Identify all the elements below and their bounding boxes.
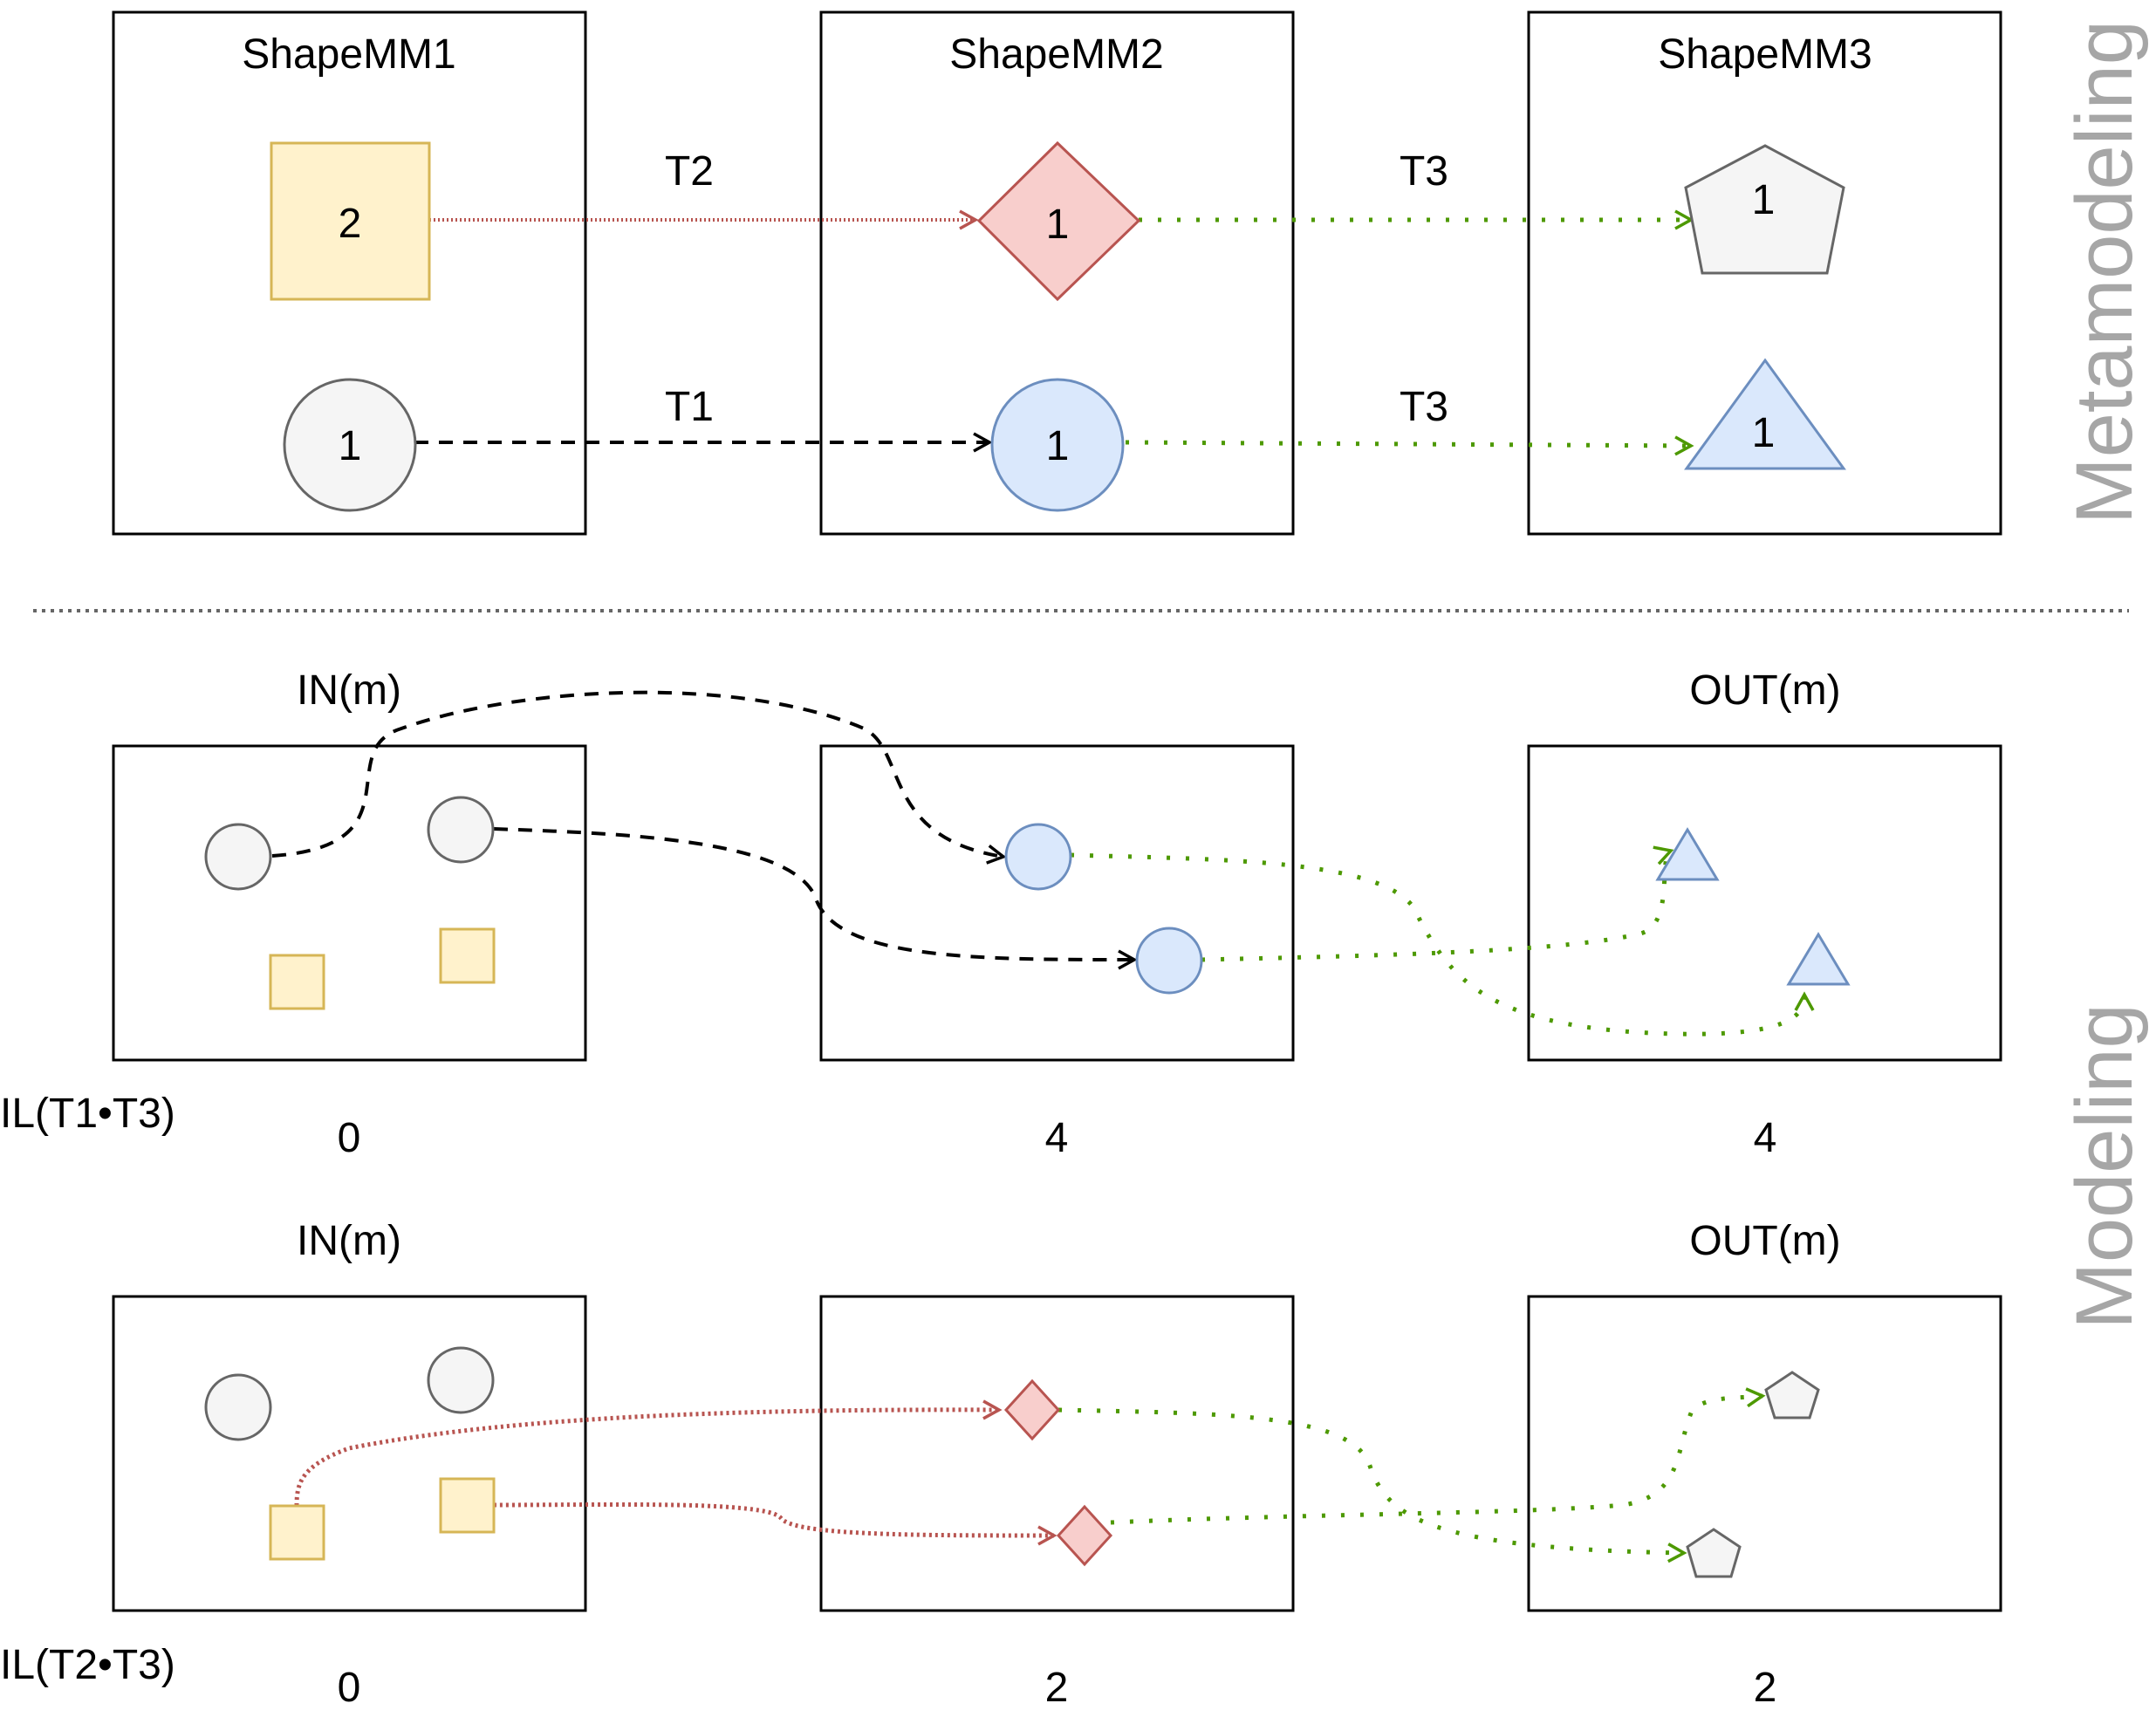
row1-out-label: OUT(m)	[1689, 667, 1840, 714]
mm2-circle-count: 1	[1046, 423, 1070, 469]
shapemm2-title: ShapeMM2	[949, 31, 1163, 78]
t3-edge-bottom	[1125, 435, 1694, 456]
row2-in-circle-1	[204, 1373, 272, 1441]
row2-il-value-mid: 2	[1045, 1665, 1069, 1711]
row2-out-box	[1527, 1295, 2002, 1612]
row1-il-label: IL(T1•T3)	[0, 1091, 175, 1137]
metamodeling-section: ShapeMM1 ShapeMM2 ShapeMM3 T2 T1 T3 T3 2…	[112, 10, 2002, 536]
t3-label-top: T3	[1400, 148, 1448, 195]
row1-in-label: IN(m)	[297, 667, 401, 714]
row2-in-square-1	[269, 1504, 325, 1561]
mm3-pentagon	[1684, 144, 1845, 275]
mm2-diamond-count: 1	[1046, 202, 1070, 248]
mm2-diamond	[976, 140, 1141, 302]
mm2-circle	[990, 378, 1125, 512]
row1-t1-edge-a	[271, 690, 1007, 865]
row1-mid-circle-2	[1135, 927, 1203, 995]
row2-t3-edge-a	[1057, 1407, 1687, 1563]
row2-mid-box	[819, 1295, 1295, 1612]
shapemm1-title: ShapeMM1	[242, 31, 455, 78]
t3-label-bottom: T3	[1400, 384, 1448, 430]
mm3-pentagon-count: 1	[1752, 177, 1776, 223]
row2-mid-diamond-2	[1056, 1504, 1113, 1567]
row2-il-value-in: 0	[338, 1665, 361, 1711]
shapemm2-box	[819, 10, 1295, 536]
t1-label: T1	[665, 384, 714, 430]
mm1-square-count: 2	[339, 201, 362, 247]
row1-out-triangle-2	[1786, 932, 1851, 986]
row1-il-value-in: 0	[338, 1115, 361, 1161]
row2-il-value-out: 2	[1754, 1665, 1777, 1711]
row2-in-box	[112, 1295, 587, 1612]
t2-label: T2	[665, 148, 714, 195]
row2-in-label: IN(m)	[297, 1218, 401, 1264]
shapemm3-box	[1527, 10, 2002, 536]
row1-mid-circle-1	[1004, 823, 1072, 891]
shapemm1-box	[112, 10, 587, 536]
modeling-row-1: IN(m) OUT(m) IL(T1•T3) 0 4 4	[0, 667, 2002, 1161]
mm3-triangle	[1684, 358, 1846, 470]
shapemm3-title: ShapeMM3	[1658, 31, 1872, 78]
modeling-side-label: Modeling	[2060, 1003, 2149, 1329]
row2-out-pentagon-1	[1764, 1371, 1820, 1419]
mm1-circle-count: 1	[339, 423, 362, 469]
row1-in-square-1	[269, 954, 325, 1010]
row2-out-pentagon-2	[1686, 1528, 1742, 1578]
row1-t1-edge-b	[493, 827, 1138, 970]
row2-t2-edge-a	[294, 1399, 1003, 1507]
mm3-triangle-count: 1	[1752, 410, 1776, 456]
row1-t3-edge-b	[1201, 845, 1674, 962]
row1-in-circle-2	[427, 796, 495, 864]
row2-il-label: IL(T2•T3)	[0, 1642, 175, 1688]
row1-out-box	[1527, 744, 2002, 1062]
mm1-circle	[283, 378, 417, 512]
row1-out-triangle-1	[1655, 827, 1720, 881]
modeling-row-2: IN(m) OUT(m) IL(T2•T3) 0 2 2	[0, 1218, 2002, 1711]
row1-in-box	[112, 744, 587, 1062]
row2-in-square-2	[439, 1477, 496, 1534]
row2-out-label: OUT(m)	[1689, 1218, 1840, 1264]
row1-il-value-mid: 4	[1045, 1115, 1069, 1161]
row1-in-circle-1	[204, 823, 272, 891]
row2-in-circle-2	[427, 1346, 495, 1414]
row2-t3-edge-b	[1110, 1387, 1766, 1525]
row2-mid-diamond-1	[1003, 1378, 1061, 1441]
row2-t2-edge-b	[493, 1502, 1057, 1546]
row1-mid-box	[819, 744, 1295, 1062]
mm1-square	[270, 141, 431, 301]
row1-il-value-out: 4	[1754, 1115, 1777, 1161]
metamodeling-side-label: Metamodeling	[2060, 20, 2149, 524]
row1-in-square-2	[439, 927, 496, 984]
